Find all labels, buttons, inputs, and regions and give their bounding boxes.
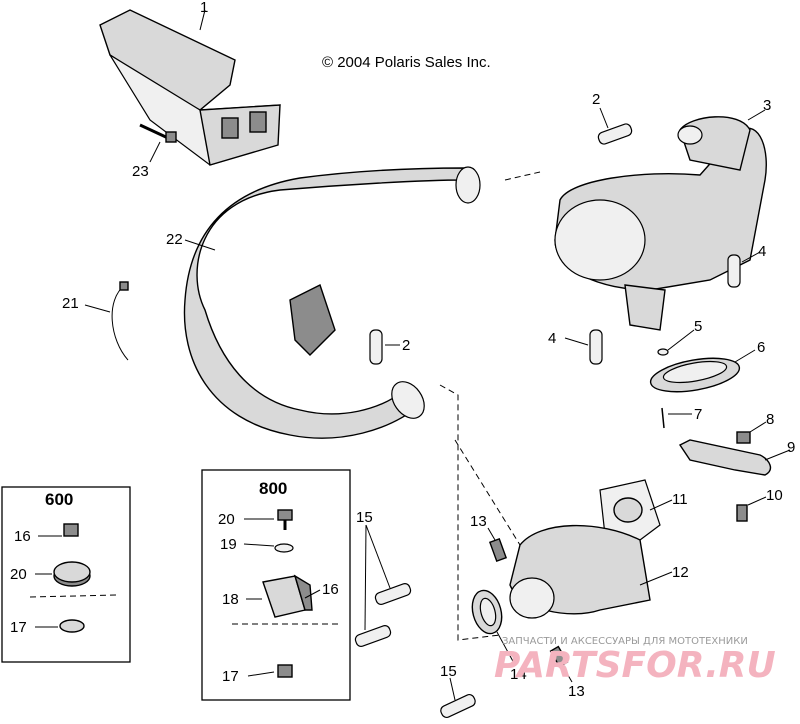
callout-10: 10 bbox=[766, 487, 783, 504]
part-5-washer bbox=[657, 329, 695, 356]
watermark-tagline: ЗАПЧАСТИ И АКСЕССУАРЫ ДЛЯ МОТОТЕХНИКИ bbox=[502, 636, 748, 647]
callout-6: 6 bbox=[757, 339, 765, 356]
callout-17-box800: 17 bbox=[222, 668, 239, 685]
callout-9: 9 bbox=[787, 439, 795, 456]
callout-5: 5 bbox=[694, 318, 702, 335]
callout-19: 19 bbox=[220, 536, 237, 553]
callout-15-upper: 15 bbox=[356, 509, 373, 526]
callout-20-box800: 20 bbox=[218, 511, 235, 528]
callout-8: 8 bbox=[766, 411, 774, 428]
part-4-spring-middle bbox=[564, 329, 603, 365]
part-1-mount-bracket bbox=[99, 9, 281, 166]
part-13-bolt-upper bbox=[487, 527, 508, 563]
callout-16-box600: 16 bbox=[14, 528, 31, 545]
callout-23: 23 bbox=[132, 163, 149, 180]
watermark-logo: PARTSFOR.RU bbox=[494, 645, 776, 686]
box-600-title: 600 bbox=[45, 490, 73, 509]
part-10-bolt bbox=[736, 496, 767, 522]
part-7-pin bbox=[661, 407, 692, 429]
part-21-retainer-wire bbox=[84, 281, 129, 361]
box-800: 800 20 19 18 16 17 bbox=[201, 469, 351, 701]
copyright-text: © 2004 Polaris Sales Inc. bbox=[322, 54, 491, 71]
callout-13-upper: 13 bbox=[470, 513, 487, 530]
part-3-muffler bbox=[554, 109, 767, 331]
callout-18: 18 bbox=[222, 591, 239, 608]
callout-2-middle: 2 bbox=[402, 337, 410, 354]
callout-14: 14 bbox=[510, 666, 527, 683]
callout-7: 7 bbox=[694, 406, 702, 423]
part-6-gasket bbox=[649, 349, 756, 393]
callout-21: 21 bbox=[62, 295, 79, 312]
part-15-springs bbox=[354, 524, 476, 719]
part-2-spring-middle bbox=[369, 329, 400, 365]
callout-16-box800: 16 bbox=[322, 581, 339, 598]
callout-1: 1 bbox=[200, 0, 208, 16]
box-600: 600 16 20 17 bbox=[1, 486, 131, 663]
part-23-bolt bbox=[139, 123, 177, 163]
box-800-title: 800 bbox=[259, 479, 287, 498]
callout-4-right: 4 bbox=[758, 243, 766, 260]
callout-11: 11 bbox=[672, 491, 688, 508]
watermark: ЗАПЧАСТИ И АКСЕССУАРЫ ДЛЯ МОТОТЕХНИКИ PA… bbox=[494, 636, 776, 686]
part-2-spring-top bbox=[597, 107, 633, 145]
callout-3: 3 bbox=[763, 97, 771, 114]
callout-17-box600: 17 bbox=[10, 619, 27, 636]
callout-4-middle: 4 bbox=[548, 330, 556, 347]
callout-22: 22 bbox=[166, 231, 183, 248]
part-9-bracket bbox=[678, 439, 791, 476]
part-8-nut bbox=[736, 421, 767, 444]
callout-15-lower: 15 bbox=[440, 663, 457, 680]
part-4-spring-right bbox=[727, 251, 761, 288]
callout-20-box600: 20 bbox=[10, 566, 27, 583]
callout-13-lower: 13 bbox=[568, 683, 585, 700]
callout-12: 12 bbox=[672, 564, 689, 581]
callout-2-top: 2 bbox=[592, 91, 600, 108]
part-13-bolt-lower bbox=[549, 645, 573, 683]
part-12-exhaust-manifold bbox=[509, 524, 673, 619]
part-14-seal-ring bbox=[471, 589, 516, 666]
part-22-expansion-chamber bbox=[183, 166, 481, 439]
